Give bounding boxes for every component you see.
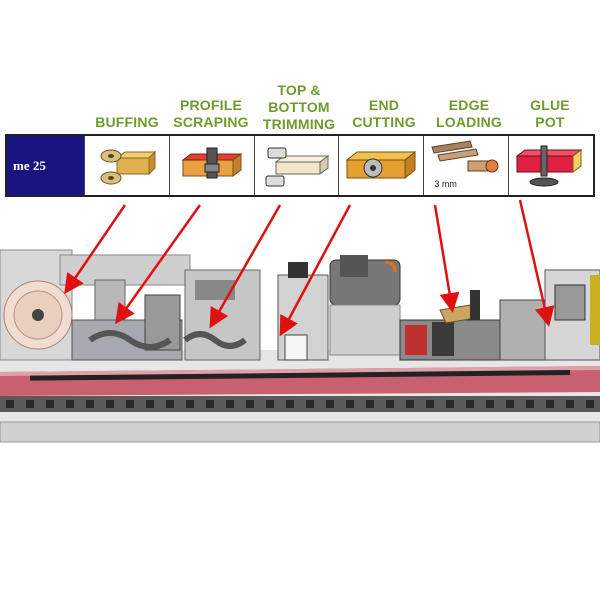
cell-trimming — [253, 136, 339, 195]
cell-glue-pot — [508, 136, 593, 195]
label-profile-scraping: PROFILE SCRAPING — [168, 97, 254, 131]
model-label: me 25 — [7, 136, 84, 195]
cell-end-cutting — [338, 136, 423, 195]
chain-links — [6, 400, 594, 408]
label-line: LOADING — [436, 114, 502, 130]
label-buffing: BUFFING — [88, 114, 166, 131]
label-line: PROFILE — [179, 97, 243, 113]
label-line: END — [368, 97, 400, 113]
cell-buffing — [84, 136, 169, 195]
label-line: BUFFING — [95, 114, 159, 130]
edge-thickness-caption: 3 mm — [434, 179, 457, 189]
label-line: TRIMMING — [262, 116, 336, 132]
trimming-icon — [265, 147, 330, 186]
process-table: me 25 — [5, 134, 595, 197]
label-line: SCRAPING — [173, 114, 249, 130]
cell-profile-scraping — [168, 136, 254, 195]
glue-pot-icon — [515, 145, 583, 186]
process-labels: BUFFING PROFILE SCRAPING TOP & BOTTOM TR… — [0, 0, 600, 135]
label-line: GLUE — [530, 97, 570, 113]
label-line: POT — [535, 114, 565, 130]
label-end-cutting: END CUTTING — [343, 97, 425, 131]
buffing-icon — [100, 149, 157, 184]
label-line: CUTTING — [352, 114, 416, 130]
label-trimming: TOP & BOTTOM TRIMMING — [254, 82, 344, 133]
edge-loading-icon — [431, 140, 499, 173]
label-line: TOP & — [277, 82, 321, 98]
label-glue-pot: GLUE POT — [512, 97, 588, 131]
profile-scraping-icon — [181, 147, 243, 178]
label-edge-loading: EDGE LOADING — [426, 97, 512, 131]
label-line: BOTTOM — [268, 99, 330, 115]
edgebander-machine-photo — [0, 249, 600, 443]
cell-edge-loading: 3 mm — [423, 136, 508, 195]
end-cutting-icon — [345, 150, 417, 179]
label-line: EDGE — [448, 97, 490, 113]
